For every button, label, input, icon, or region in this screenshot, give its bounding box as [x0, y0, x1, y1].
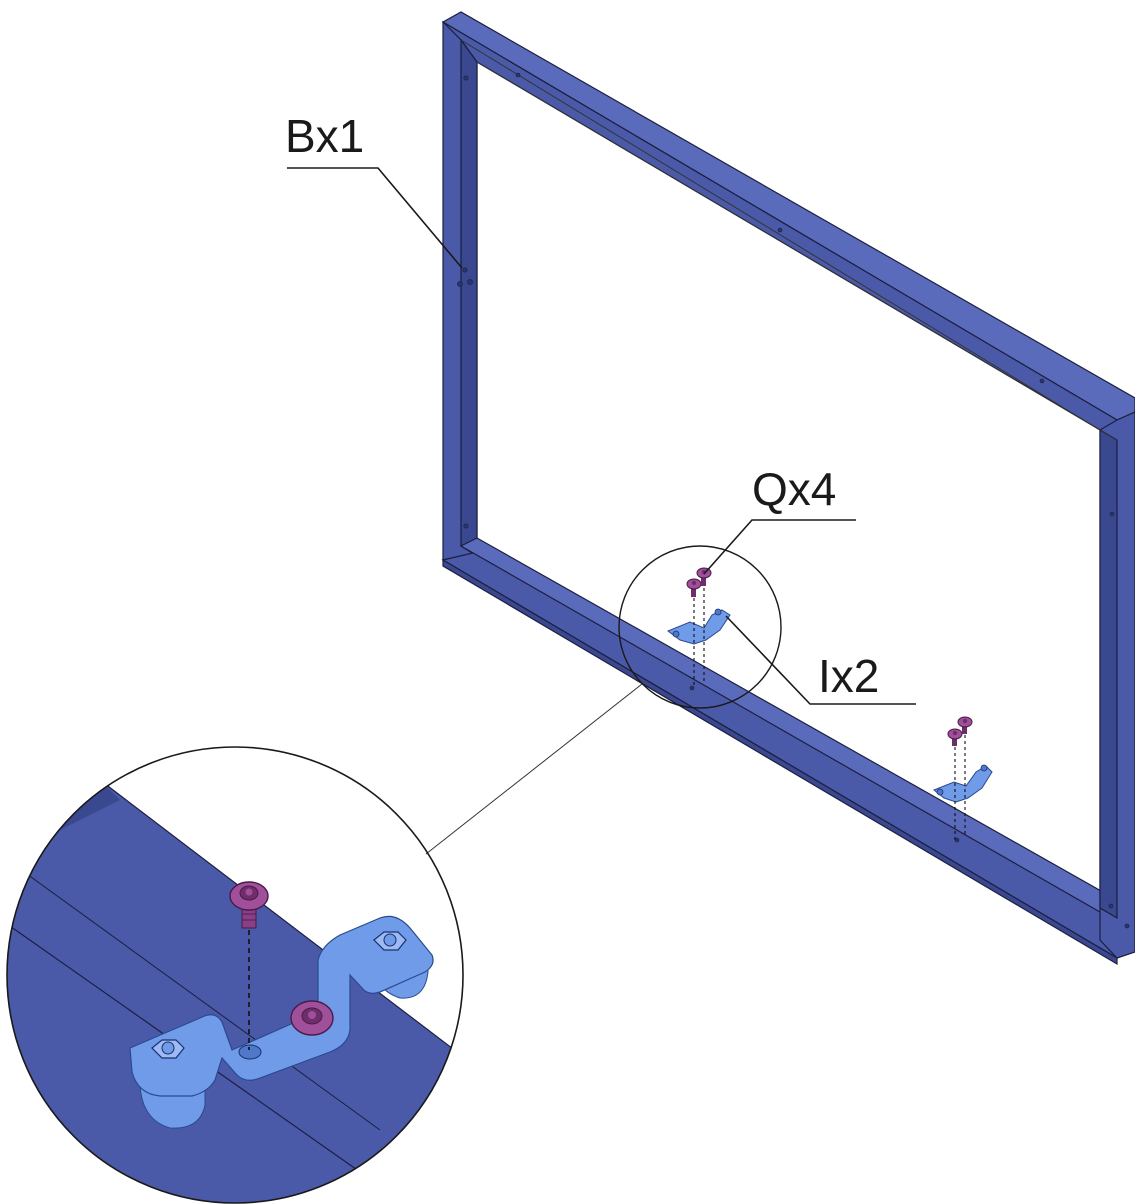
callout-screws-label: Qx4	[752, 463, 836, 515]
frame-top-face	[441, 11, 1135, 421]
callout-frame-label: Bx1	[285, 110, 364, 162]
detail-screw-loose	[229, 881, 269, 929]
frame-left-inner	[460, 38, 478, 558]
bracket-part-i	[666, 609, 731, 645]
hardware-group-2	[933, 716, 993, 840]
callout-brackets-label: Ix2	[818, 650, 879, 702]
callout-brackets: Ix2	[725, 615, 916, 705]
callout-screws: Qx4	[703, 463, 856, 575]
screw-part-q	[947, 728, 963, 746]
detail-circle	[6, 746, 464, 1204]
callout-frame: Bx1	[285, 110, 463, 269]
detail-view	[6, 746, 464, 1204]
detail-nut-left	[151, 1039, 185, 1059]
screw-part-q	[957, 716, 973, 734]
frame-bottom-top-face	[459, 537, 1119, 913]
detail-frame-bar	[7, 780, 463, 1203]
bracket-part-i	[933, 765, 993, 803]
frame-holes	[457, 72, 1130, 929]
frame-bottom-lower-face	[442, 558, 1118, 966]
detail-nut-right	[373, 931, 407, 951]
frame-part-b	[441, 11, 1135, 966]
magnifier-ring	[618, 545, 782, 709]
detail-screw-installed	[290, 1000, 334, 1036]
detail-bracket	[129, 915, 434, 1129]
detail-connector-line	[425, 683, 643, 855]
screw-part-q	[686, 578, 702, 597]
frame-right-inner	[1099, 428, 1118, 920]
